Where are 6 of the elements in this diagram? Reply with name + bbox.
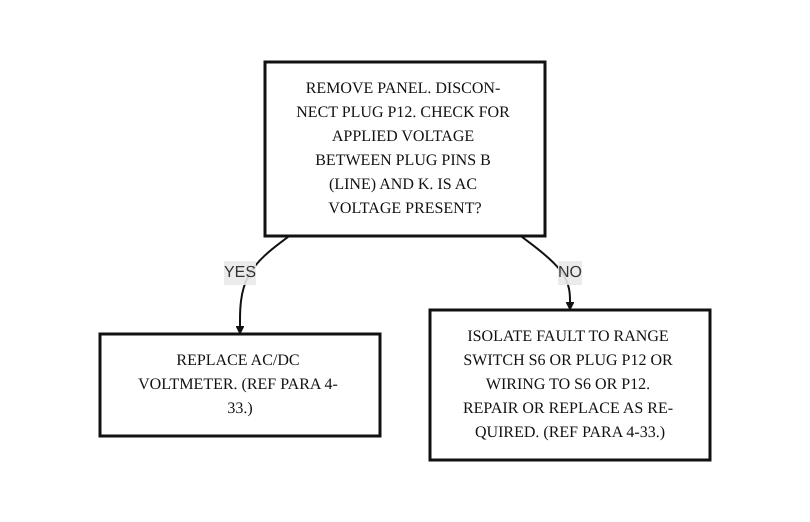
edge-label: YES	[224, 264, 256, 281]
node-box: ISOLATE FAULT TO RANGE SWITCH S6 OR PLUG P12 OR WIRING TO S6 OR P12. REPAIR OR REPLACE AS RE- QUIRED. (REF PARA 4-33.)	[428, 308, 712, 462]
arrow	[520, 235, 574, 310]
edge-label: NO	[558, 264, 582, 281]
node-box: REPLACE AC/DC VOLTMETER. (REF PARA 4- 33.)	[98, 332, 382, 438]
node-box: REMOVE PANEL. DISCON- NECT PLUG P12. CHECK FOR APPLIED VOLTAGE BETWEEN PLUG PINS B (LINE) AND K. IS AC VOLTAGE PRESENT?	[264, 60, 546, 238]
